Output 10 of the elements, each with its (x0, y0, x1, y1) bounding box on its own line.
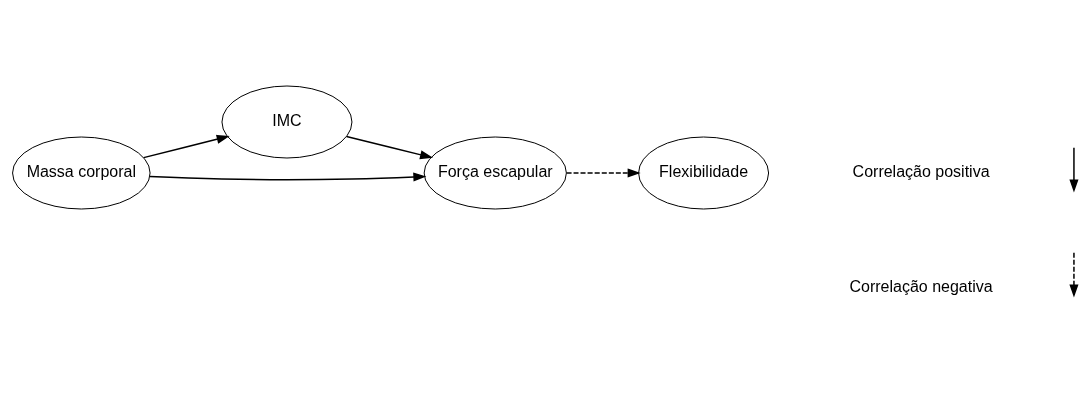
arrow (149, 172, 427, 182)
arrow (565, 168, 641, 178)
legend-label: Correlação positiva (852, 162, 990, 180)
node-ellipse: Massa corporal (12, 136, 151, 210)
legend-label: Correlação negativa (849, 277, 993, 295)
arrow (142, 134, 230, 159)
node-ellipse: Força escapular (423, 136, 567, 210)
node-ellipse: IMC (221, 85, 353, 159)
arrow (345, 135, 434, 160)
node-ellipse: Flexibilidade (638, 136, 770, 210)
